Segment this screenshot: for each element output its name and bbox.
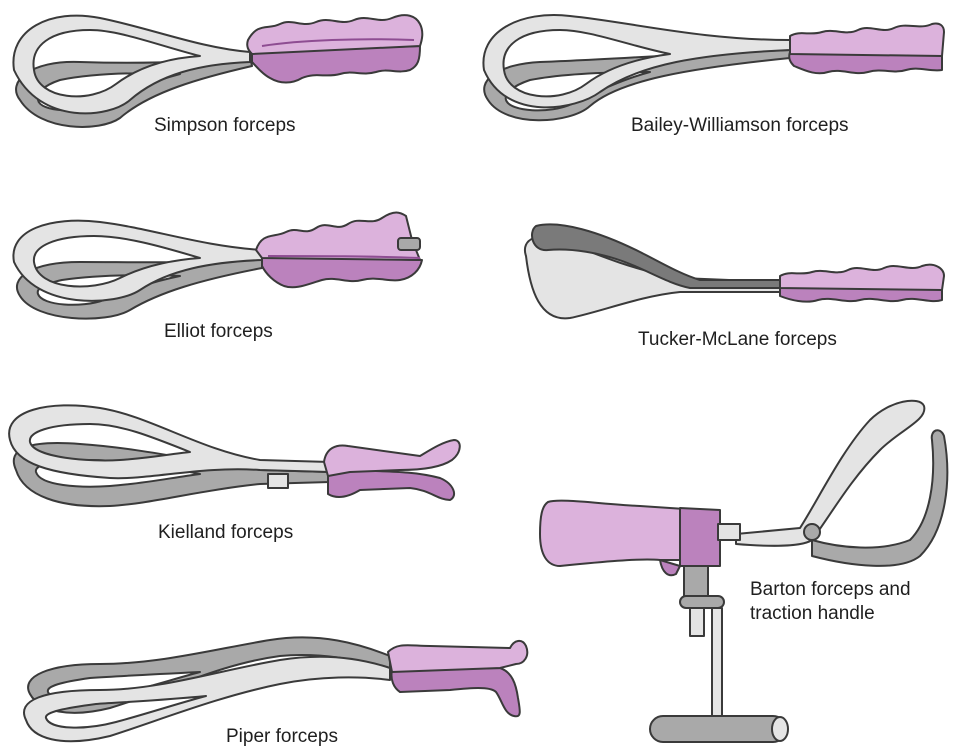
label-tucker-mclane-forceps: Tucker-McLane forceps	[638, 329, 837, 351]
label-barton-forceps-line2: traction handle	[750, 603, 875, 625]
label-kielland-forceps: Kielland forceps	[158, 522, 293, 544]
simpson-handle	[247, 15, 422, 82]
tucker-handle	[780, 265, 944, 302]
simpson-forceps	[13, 15, 422, 127]
elliot-blades	[13, 221, 262, 319]
bailey-williamson-forceps	[483, 15, 944, 120]
label-elliot-forceps: Elliot forceps	[164, 321, 273, 343]
label-bailey-williamson-forceps: Bailey-Williamson forceps	[631, 115, 849, 137]
piper-handle	[388, 641, 527, 716]
tucker-blades	[525, 224, 780, 318]
bailey-handle	[789, 23, 944, 73]
simpson-blades	[13, 16, 252, 127]
tucker-mclane-forceps	[525, 224, 944, 318]
traction-crossbar	[680, 596, 724, 608]
traction-rod	[712, 608, 722, 720]
elliot-forceps	[13, 213, 422, 319]
label-piper-forceps: Piper forceps	[226, 726, 338, 748]
barton-blades	[736, 401, 947, 566]
barton-handle	[540, 501, 740, 576]
kielland-handle	[324, 440, 460, 500]
kielland-blades	[9, 405, 330, 506]
kielland-sliding-lock	[268, 474, 288, 488]
elliot-handle	[256, 213, 422, 288]
kielland-forceps	[9, 405, 460, 506]
bailey-blades	[483, 15, 790, 120]
elliot-adjustable-pin	[398, 238, 420, 250]
barton-hinge	[804, 524, 820, 540]
barton-forceps	[540, 401, 947, 742]
traction-grip	[650, 716, 786, 742]
label-barton-forceps-line1: Barton forceps and	[750, 579, 911, 601]
label-simpson-forceps: Simpson forceps	[154, 115, 296, 137]
traction-post	[690, 606, 704, 636]
